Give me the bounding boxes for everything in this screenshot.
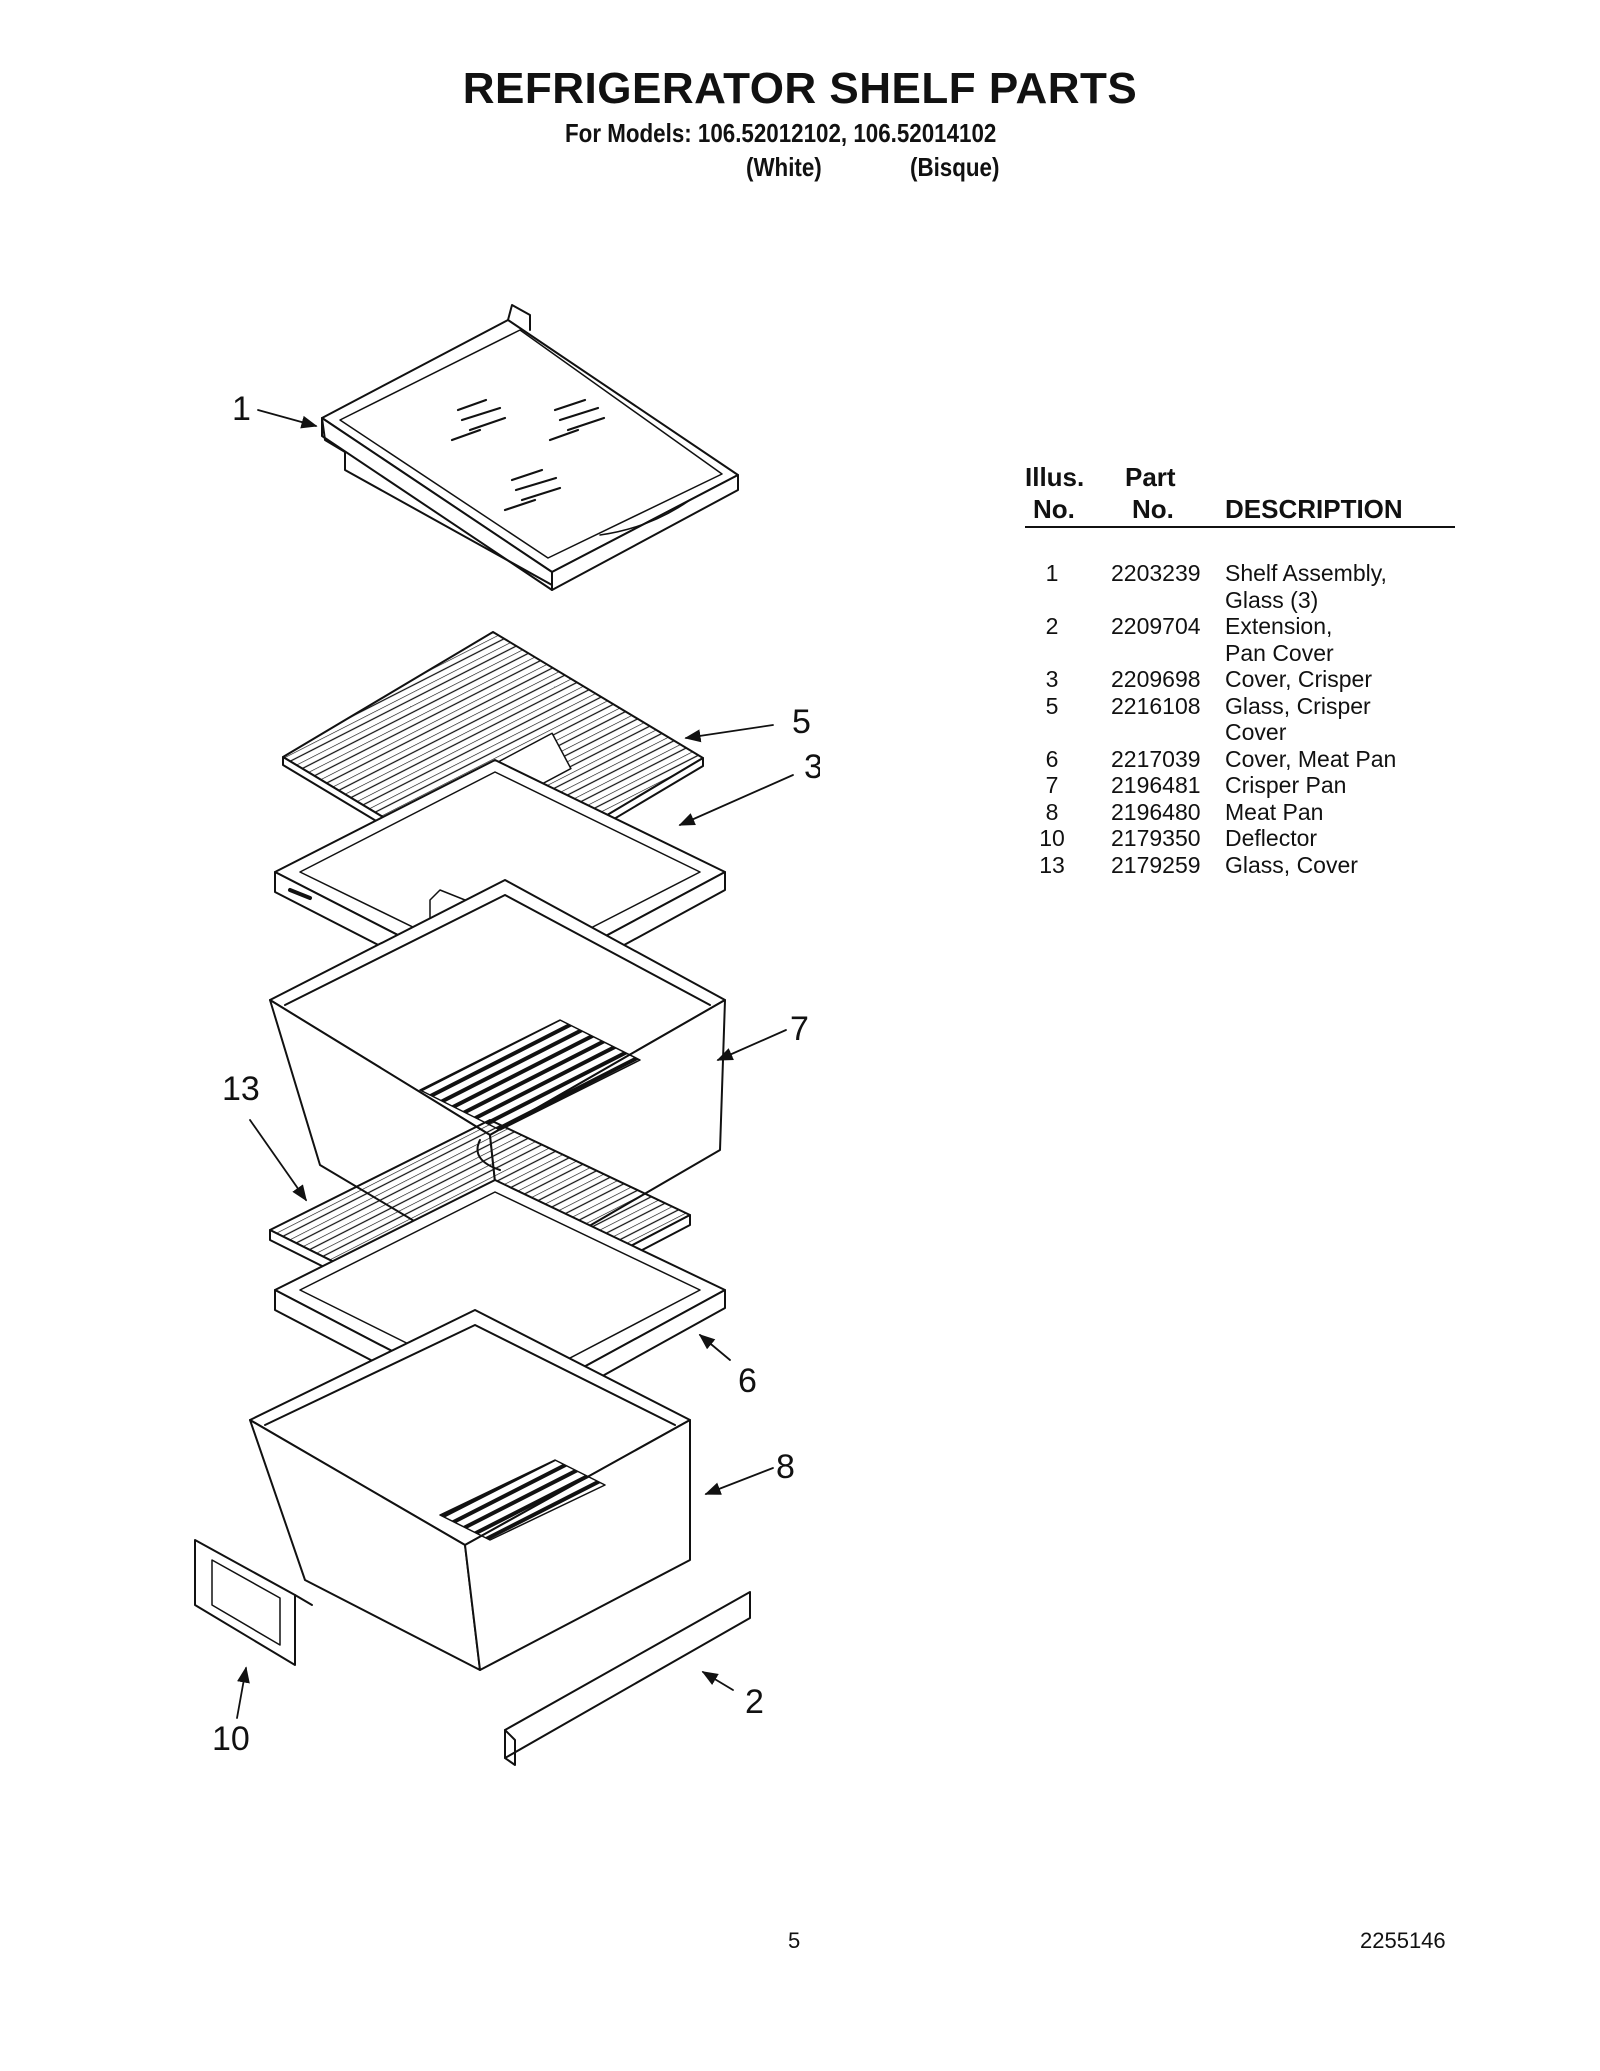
table-row: 13 2179259 Glass, Cover (1025, 852, 1455, 879)
illus-number: 5 (1045, 692, 1059, 719)
illus-number: 13 (1039, 851, 1065, 878)
part-number: 2216108 (1111, 692, 1201, 719)
meat-pan-part (249, 1309, 691, 1671)
page-title: REFRIGERATOR SHELF PARTS (462, 64, 1138, 113)
header-illus-1: Illus. (1025, 462, 1085, 492)
page-number: 5 (788, 1928, 801, 1953)
table-row: 5 2216108 Glass, Crisper Cover (1025, 693, 1455, 746)
part-description: Crisper Pan (1225, 772, 1347, 798)
illus-number: 7 (1045, 772, 1059, 798)
illus-number: 2 (1045, 613, 1059, 639)
table-row: 3 2209698 Cover, Crisper (1025, 666, 1455, 693)
callout-2: 2 (745, 1683, 764, 1721)
part-description: Glass, Crisper Cover (1225, 692, 1371, 746)
callout-3: 3 (804, 748, 820, 786)
variant-bisque: (Bisque) (910, 152, 1000, 182)
part-number: 2217039 (1111, 745, 1201, 772)
table-row: 1 2203239 Shelf Assembly, Glass (3) (1025, 560, 1455, 613)
part-description: Shelf Assembly, Glass (3) (1225, 560, 1387, 613)
illus-number: 6 (1045, 745, 1059, 772)
table-row: 10 2179350 Deflector (1025, 825, 1455, 852)
table-row: 7 2196481 Crisper Pan (1025, 772, 1455, 799)
part-number: 2196480 (1111, 798, 1201, 825)
part-description: Cover, Meat Pan (1225, 745, 1397, 772)
pan-cover-extension-part (504, 1591, 751, 1766)
table-row: 8 2196480 Meat Pan (1025, 799, 1455, 826)
part-number: 2179350 (1111, 825, 1201, 851)
part-number: 2179259 (1111, 851, 1201, 878)
illus-number: 10 (1039, 825, 1065, 851)
parts-rows: 1 2203239 Shelf Assembly, Glass (3) 2 22… (1025, 560, 1455, 878)
part-description: Cover, Crisper (1225, 666, 1372, 692)
callout-1: 1 (232, 390, 251, 428)
illus-number: 8 (1045, 798, 1059, 825)
callout-7: 7 (790, 1010, 809, 1048)
callout-8: 8 (776, 1448, 795, 1486)
part-description: Glass, Cover (1225, 851, 1358, 878)
part-number: 2209698 (1111, 666, 1201, 692)
callout-13: 13 (222, 1070, 260, 1108)
document-number: 2255146 (1360, 1928, 1446, 1953)
header-description: DESCRIPTION (1225, 494, 1403, 524)
part-description: Extension, Pan Cover (1225, 613, 1334, 666)
table-row: 2 2209704 Extension, Pan Cover (1025, 613, 1455, 666)
header-part-2: No. (1132, 494, 1174, 524)
callout-leaders (236, 409, 794, 1719)
header-illus-2: No. (1033, 494, 1075, 524)
table-row: 6 2217039 Cover, Meat Pan (1025, 746, 1455, 773)
part-number: 2209704 (1111, 613, 1201, 639)
part-number: 2203239 (1111, 560, 1201, 586)
illus-number: 1 (1045, 560, 1059, 586)
illus-number: 3 (1045, 666, 1059, 692)
exploded-parts-diagram: 1 5 3 7 13 6 8 2 10 (194, 304, 820, 1766)
models-line: For Models: 106.52012102, 106.52014102 (565, 118, 997, 148)
part-description: Deflector (1225, 825, 1318, 851)
callout-6: 6 (738, 1362, 757, 1400)
header-part-1: Part (1125, 462, 1176, 492)
header-rule (1025, 526, 1455, 528)
shelf-assembly-part (321, 304, 739, 591)
part-number: 2196481 (1111, 772, 1201, 798)
variant-white: (White) (746, 152, 822, 182)
callout-5: 5 (792, 703, 811, 741)
deflector-part (194, 1539, 313, 1666)
callout-10: 10 (212, 1720, 250, 1758)
part-description: Meat Pan (1225, 798, 1324, 825)
